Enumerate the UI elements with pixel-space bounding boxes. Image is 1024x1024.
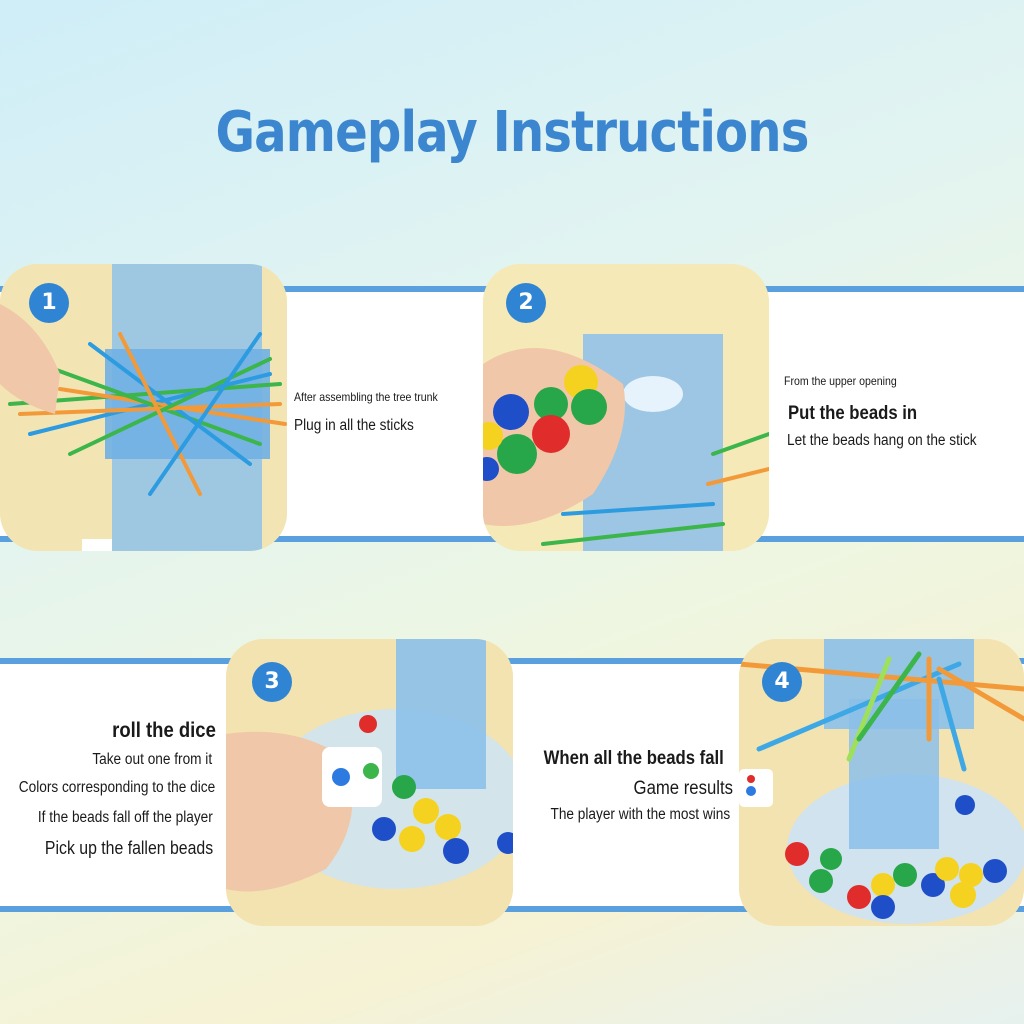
step-3-line-1: roll the dice <box>112 719 216 742</box>
step-1-number-badge: 1 <box>29 283 69 323</box>
step-3-line-3: Colors corresponding to the dice <box>18 779 215 796</box>
page-title: Gameplay Instructions <box>215 100 809 165</box>
step-2-photo <box>483 264 769 551</box>
step-1-photo <box>0 264 287 551</box>
step-2-line-1: From the upper opening <box>784 374 897 388</box>
step-3-line-5: Pick up the fallen beads <box>44 838 213 858</box>
step-4-number-badge: 4 <box>762 662 802 702</box>
step-3-line-4: If the beads fall off the player <box>38 809 213 826</box>
step-2-number-badge: 2 <box>506 283 546 323</box>
step-2-line-2: Put the beads in <box>788 403 918 424</box>
step-2-line-3: Let the beads hang on the stick <box>787 432 977 449</box>
step-3-number-badge: 3 <box>252 662 292 702</box>
step-4-line-3: The player with the most wins <box>550 806 730 823</box>
step-4-line-1: When all the beads fall <box>543 748 724 769</box>
step-4-line-2: Game results <box>633 778 733 799</box>
step-3-line-2: Take out one from it <box>92 751 212 768</box>
step-1-line-2: Plug in all the sticks <box>294 417 414 434</box>
step-1-line-1: After assembling the tree trunk <box>294 390 438 404</box>
